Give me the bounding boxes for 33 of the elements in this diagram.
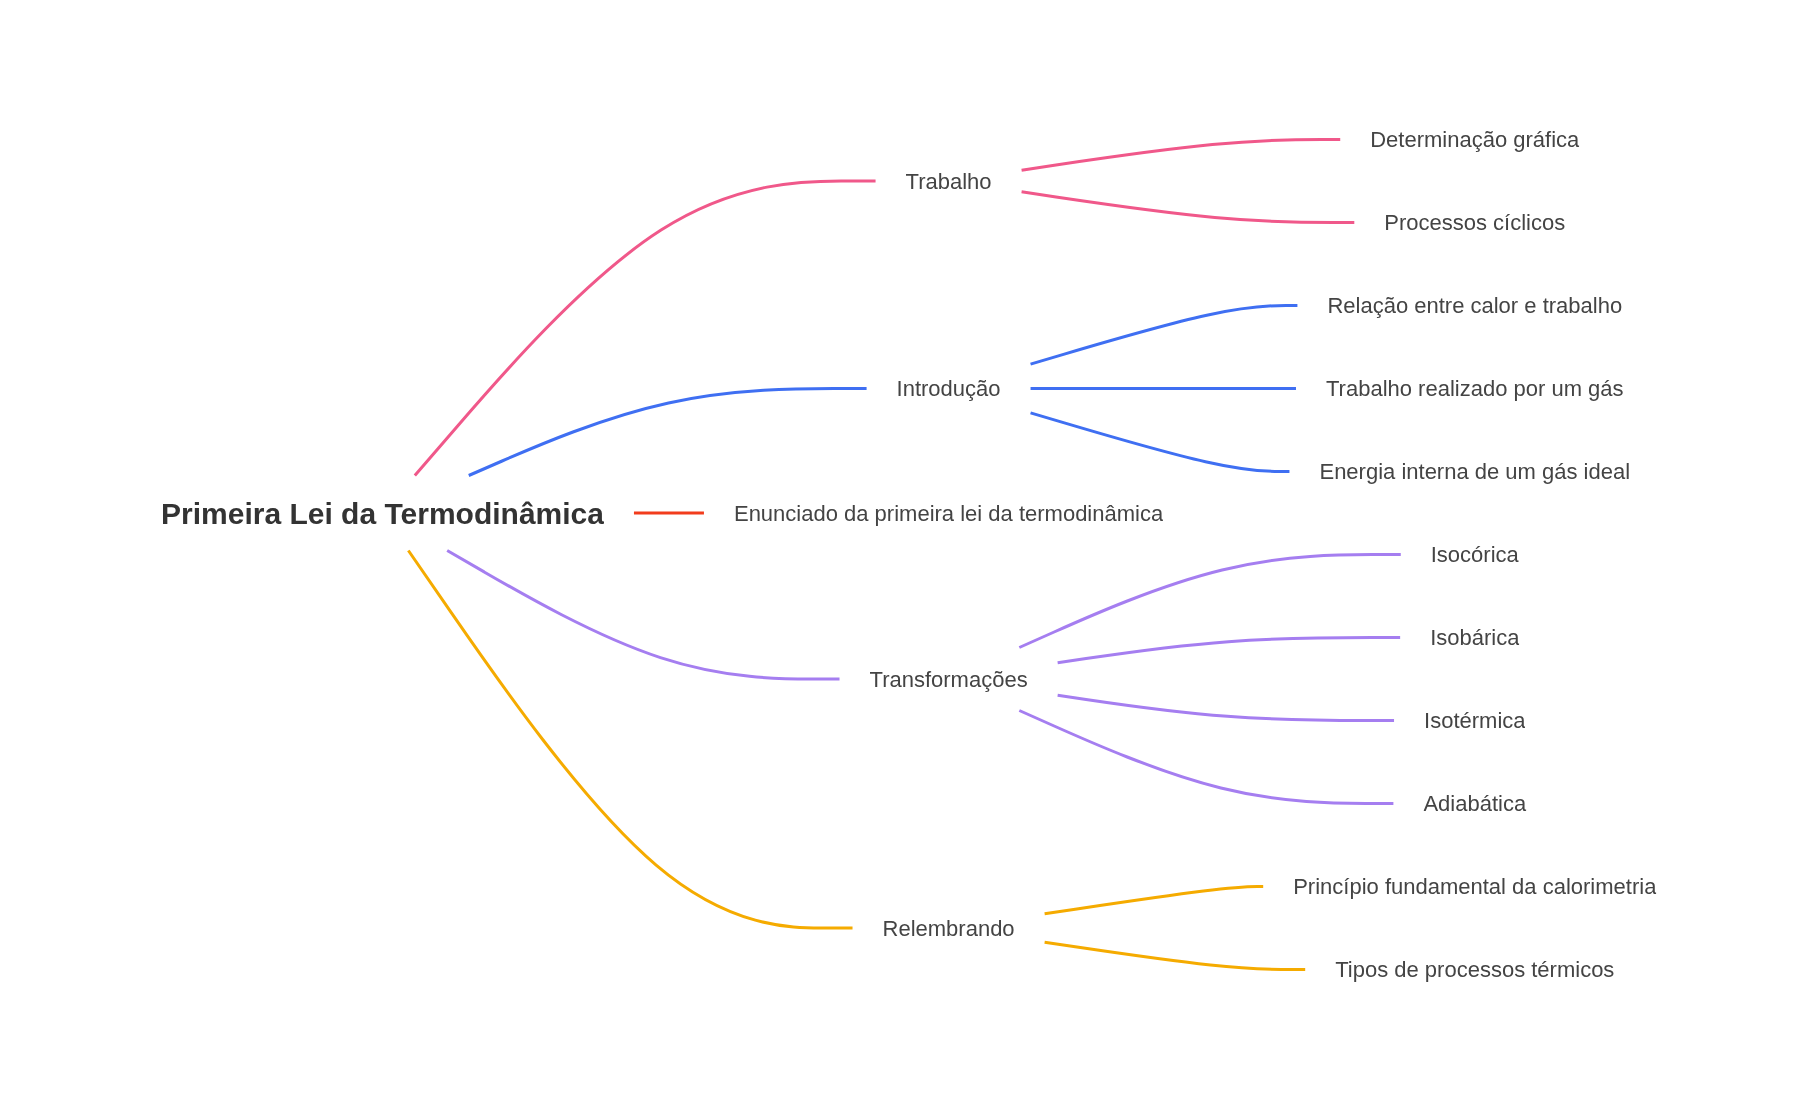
connector xyxy=(1044,885,1264,916)
connector xyxy=(1021,138,1341,172)
node-text: Primeira Lei da Termodinâmica xyxy=(161,496,605,530)
connector xyxy=(1030,387,1297,390)
node-text: Energia interna de um gás ideal xyxy=(1319,459,1631,484)
node-text: Tipos de processos térmicos xyxy=(1335,957,1615,982)
connector xyxy=(1019,709,1394,805)
connector xyxy=(1044,940,1306,971)
node-text: Isobárica xyxy=(1430,625,1520,650)
connector xyxy=(1057,693,1395,722)
connector xyxy=(1030,304,1298,366)
node-text: Adiabática xyxy=(1423,791,1527,816)
connector xyxy=(1030,411,1290,473)
connector xyxy=(446,549,840,681)
node-text: Trabalho xyxy=(905,168,992,194)
node-text: Isotérmica xyxy=(1424,708,1526,733)
node-text: Trabalho realizado por um gás xyxy=(1326,376,1624,401)
node-text: Transformações xyxy=(869,666,1028,692)
connector xyxy=(407,549,853,930)
connector xyxy=(1019,553,1402,649)
node-text: Processos cíclicos xyxy=(1384,210,1566,235)
node-text: Princípio fundamental da calorimetria xyxy=(1293,874,1657,899)
node-text: Relembrando xyxy=(882,915,1015,941)
connector xyxy=(468,387,867,477)
node-text: Isocórica xyxy=(1431,542,1520,567)
connector xyxy=(1057,636,1401,665)
node-text: Determinação gráfica xyxy=(1370,127,1580,152)
node-text: Relação entre calor e trabalho xyxy=(1327,293,1623,318)
connector xyxy=(1021,190,1355,224)
connector xyxy=(414,179,876,477)
node-text: Introdução xyxy=(896,376,1001,401)
node-text: Enunciado da primeira lei da termodinâmica xyxy=(734,500,1164,526)
connector xyxy=(634,511,705,515)
